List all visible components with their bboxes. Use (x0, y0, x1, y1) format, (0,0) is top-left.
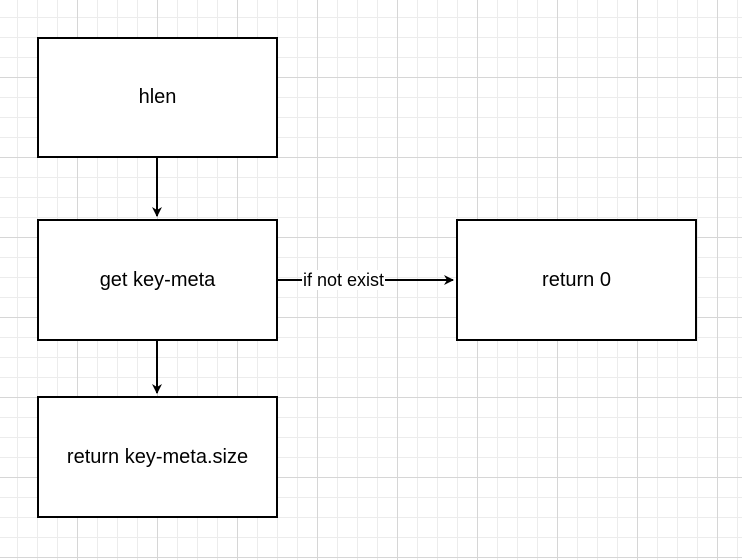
node-hlen[interactable]: hlen (37, 37, 278, 158)
node-get-key-meta[interactable]: get key-meta (37, 219, 278, 341)
edge-label-if-not-exist: if not exist (302, 270, 386, 290)
node-return-zero-label: return 0 (542, 268, 611, 291)
node-get-key-meta-label: get key-meta (99, 268, 216, 291)
node-return-zero[interactable]: return 0 (456, 219, 697, 341)
node-return-size-label: return key-meta.size (66, 445, 249, 468)
node-return-size[interactable]: return key-meta.size (37, 396, 278, 518)
node-hlen-label: hlen (138, 86, 177, 108)
